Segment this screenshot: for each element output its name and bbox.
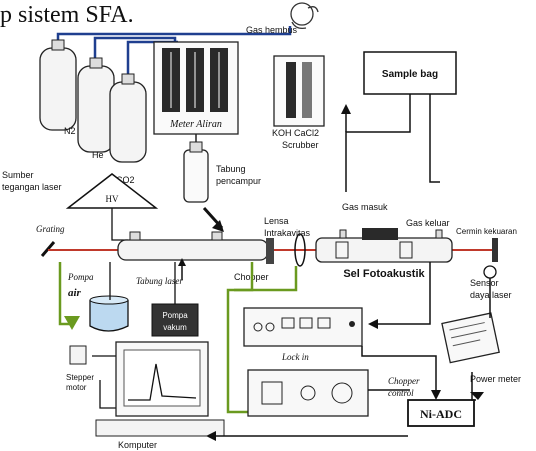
gas-out-line	[429, 94, 440, 183]
co2-label: CO2	[116, 175, 135, 185]
ni-adc-label: Ni-ADC	[420, 407, 462, 421]
lock-in-label: Lock in	[281, 352, 309, 362]
n2-label: N2	[64, 126, 76, 136]
power-meter-arrow-icon	[470, 392, 484, 400]
meter-aliran-label: Meter Aliran	[169, 119, 222, 130]
pompa-air-label-1: Pompa	[67, 272, 94, 282]
sample-bag-arrow-icon	[341, 104, 351, 114]
koh-label: KOH	[272, 128, 292, 138]
pompa-vakum-label-1: Pompa	[162, 311, 188, 320]
power-sensor-head	[483, 265, 497, 279]
scrubber-label: Scrubber	[282, 140, 319, 150]
water-pump	[89, 295, 129, 332]
signal-lines	[58, 262, 298, 414]
sensor-label-2: daya laser	[470, 290, 512, 300]
lock-in-amplifier	[243, 307, 363, 347]
chopper-element	[266, 238, 274, 264]
sample-bag-label: Sample bag	[382, 69, 438, 80]
laser-tube	[117, 231, 269, 261]
signal-wiring	[212, 262, 491, 437]
n2-cylinder	[39, 39, 77, 131]
grating-label: Grating	[36, 224, 65, 234]
ni-adc-box	[407, 399, 475, 427]
computer	[95, 341, 225, 437]
sample-bag-line	[345, 94, 411, 192]
gas-hembus-label: Gas hembus	[246, 25, 298, 35]
hv-supply: HV	[65, 173, 159, 209]
sumber-label-1: Sumber	[2, 170, 34, 180]
lock-in-arrow-icon	[368, 319, 378, 329]
output-mirror	[492, 238, 498, 262]
gas-masuk-label: Gas masuk	[342, 202, 388, 212]
intracavity-lens	[294, 233, 306, 267]
mixer-arrow-head-icon	[212, 220, 224, 232]
co2-cylinder	[109, 73, 147, 163]
komputer-label: Komputer	[118, 440, 157, 450]
mixing-tube	[183, 141, 209, 203]
scrubber-unit	[273, 55, 325, 127]
he-label: He	[92, 150, 104, 160]
he-cylinder	[77, 57, 115, 153]
sumber-label-2: tegangan laser	[2, 182, 62, 192]
adc-arrow-icon	[431, 390, 441, 400]
stepper-label-1: Stepper	[66, 373, 94, 382]
caption-top: p sistem SFA.	[0, 2, 134, 28]
stepper-arrow-icon	[64, 316, 80, 330]
flow-meter: Meter Aliran	[153, 41, 239, 135]
pompa-air-label-2: air	[68, 287, 82, 299]
tabung-label-2: pencampur	[216, 176, 261, 186]
chopper-control-label-2: control	[388, 388, 414, 398]
laser-tube-arrow-icon	[178, 258, 186, 266]
hv-lead	[111, 208, 128, 241]
tabung-label-1: Tabung	[216, 164, 246, 174]
sel-fotoakustik-label: Sel Fotoakustik	[343, 268, 425, 280]
pompa-vakum-label-2: vakum	[163, 323, 187, 332]
chopper-control-label-1: Chopper	[388, 376, 420, 386]
photoacoustic-cell	[315, 228, 453, 263]
cacl2-label: CaCl2	[294, 128, 319, 138]
power-meter	[441, 312, 500, 364]
vacuum-pump-box	[151, 303, 199, 337]
power-meter-label: Power meter	[470, 374, 521, 384]
gas-keluar-label: Gas keluar	[406, 218, 450, 228]
sensor-label-1: Sensor	[470, 278, 499, 288]
stepper-motor-box	[69, 345, 87, 365]
sample-bag-box	[363, 51, 457, 95]
cermin-label: Cermin kekuaran	[456, 227, 517, 236]
chopper-controller	[247, 369, 369, 417]
lensa-label-1: Lensa	[264, 216, 289, 226]
stepper-label-2: motor	[66, 383, 87, 392]
computer-arrow-icon	[206, 431, 216, 441]
operator-head-icon	[290, 2, 319, 30]
hv-label: HV	[106, 194, 119, 204]
tabung-laser-label: Tabung laser	[136, 276, 183, 286]
lensa-label-2: Intrakavitas	[264, 228, 311, 238]
